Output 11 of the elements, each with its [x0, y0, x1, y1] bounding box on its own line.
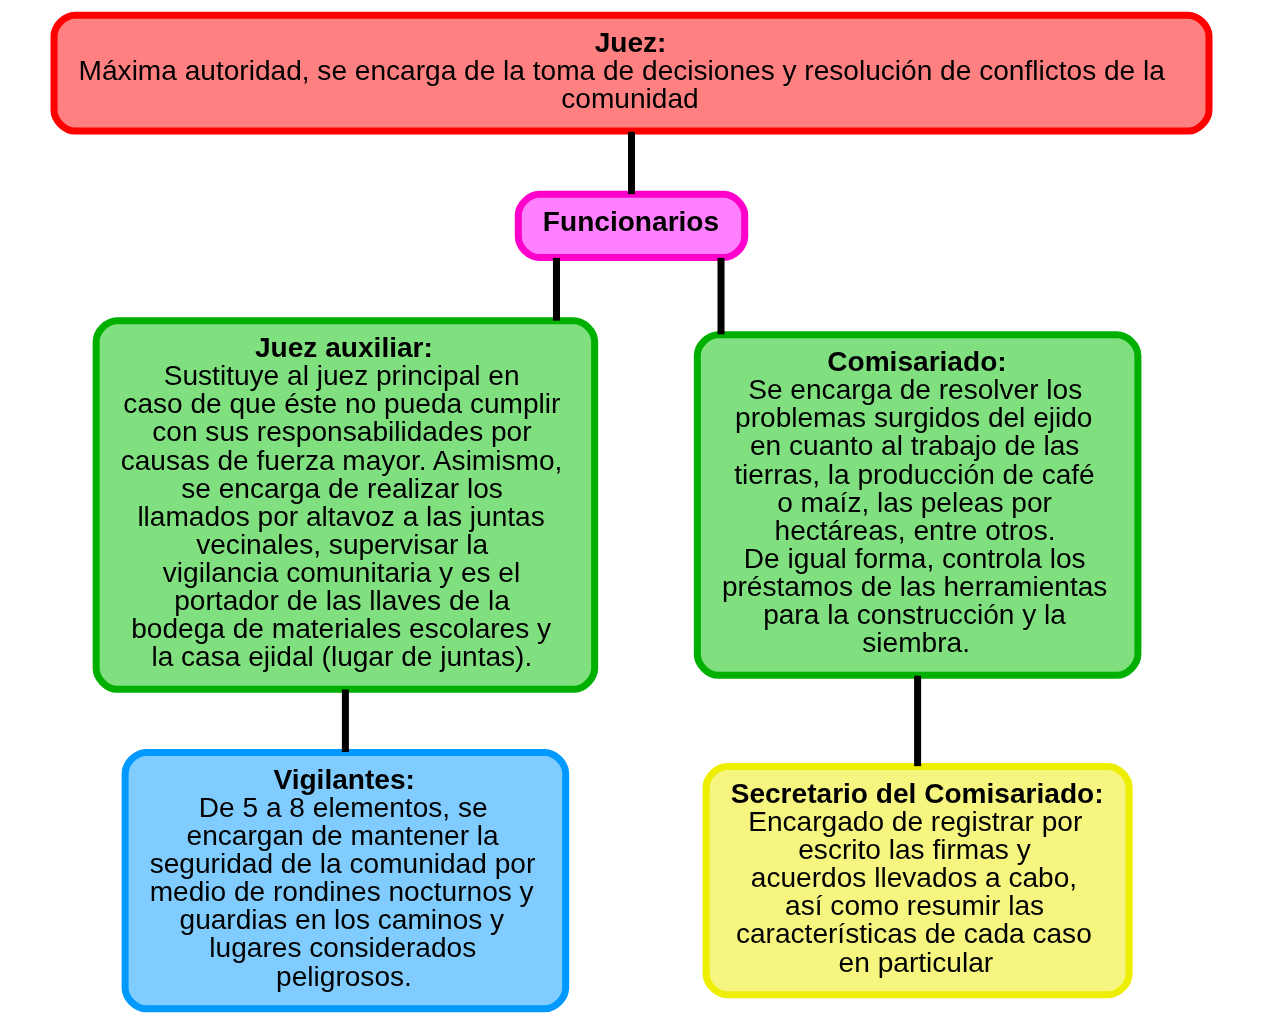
connector [717, 257, 725, 335]
node-box: Funcionarios [514, 190, 748, 261]
node-box: Juez: Máxima autoridad, se encarga de la toma de decisiones y resolución de conflictos de la comunidad [50, 11, 1212, 135]
connector [627, 131, 635, 195]
node-box: Vigilantes: De 5 a 8 elementos, se encargan de mantener la seguridad de la comunidad por medio de rondines nocturnos y guardias en los caminos y lugares considerados peligrosos. [121, 748, 569, 1013]
node-box: Secretario del Comisariado: Encargado de registrar por escrito las firmas y acuerdos llevados a cabo, así como resumir las características de cada caso en particular [702, 763, 1133, 999]
connector [341, 689, 349, 753]
connector [552, 257, 560, 321]
node-box: Juez auxiliar: Sustituye al juez principal en caso de que éste no pueda cumplir con sus responsabilidades por causas de fuerza mayor. Asimismo, se encarga de realizar los llamados por altavoz a las juntas vecinales, supervisar la vigilancia comunitaria y es el portador de las llaves de la bodega de materiales escolares y la casa ejidal (lugar de juntas). [92, 317, 598, 693]
node-box: Comisariado: Se encarga de resolver los problemas surgidos del ejido en cuanto al trabajo de las tierras, la producción de café o maíz, las peleas por hectáreas, entre otros. De igual forma, controla los préstamos de las herramientas para la construcción y la siembra. [693, 331, 1141, 679]
connector [913, 675, 921, 767]
